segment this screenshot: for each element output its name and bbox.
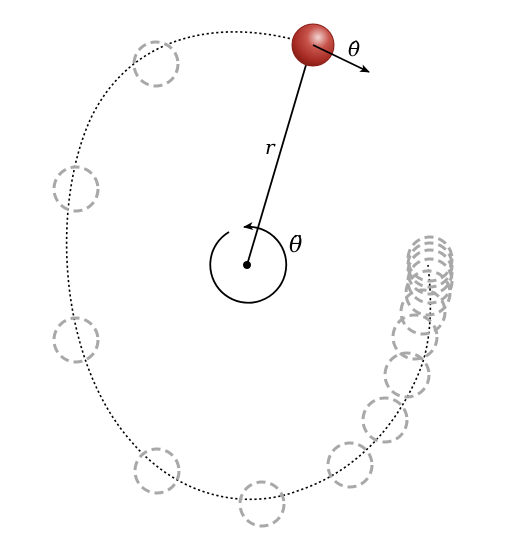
trajectory-path — [65, 31, 432, 501]
angular-acceleration-arc — [209, 222, 288, 304]
ghost-ball — [361, 396, 409, 444]
ghost-ball — [132, 40, 180, 88]
center-point — [243, 261, 251, 269]
ghost-ball — [383, 351, 431, 399]
ghost-ball — [326, 441, 374, 489]
ghost-ball — [238, 480, 286, 528]
ghost-ball — [406, 235, 454, 283]
theta-ddot-label: θ̈ — [289, 233, 302, 258]
radius-vector — [246, 47, 313, 266]
ghost-ball — [52, 165, 100, 213]
ghost-ball — [391, 313, 439, 361]
ghost-ball — [52, 316, 100, 364]
ghost-balls — [52, 40, 454, 528]
ghost-ball — [133, 447, 181, 495]
ghost-ball — [399, 288, 447, 336]
ghost-ball — [406, 257, 454, 305]
radius-label: r — [265, 135, 276, 159]
theta-hat-label: θ̂ — [348, 37, 360, 61]
theta-hat-vector — [312, 44, 370, 73]
ghost-ball — [404, 269, 452, 317]
